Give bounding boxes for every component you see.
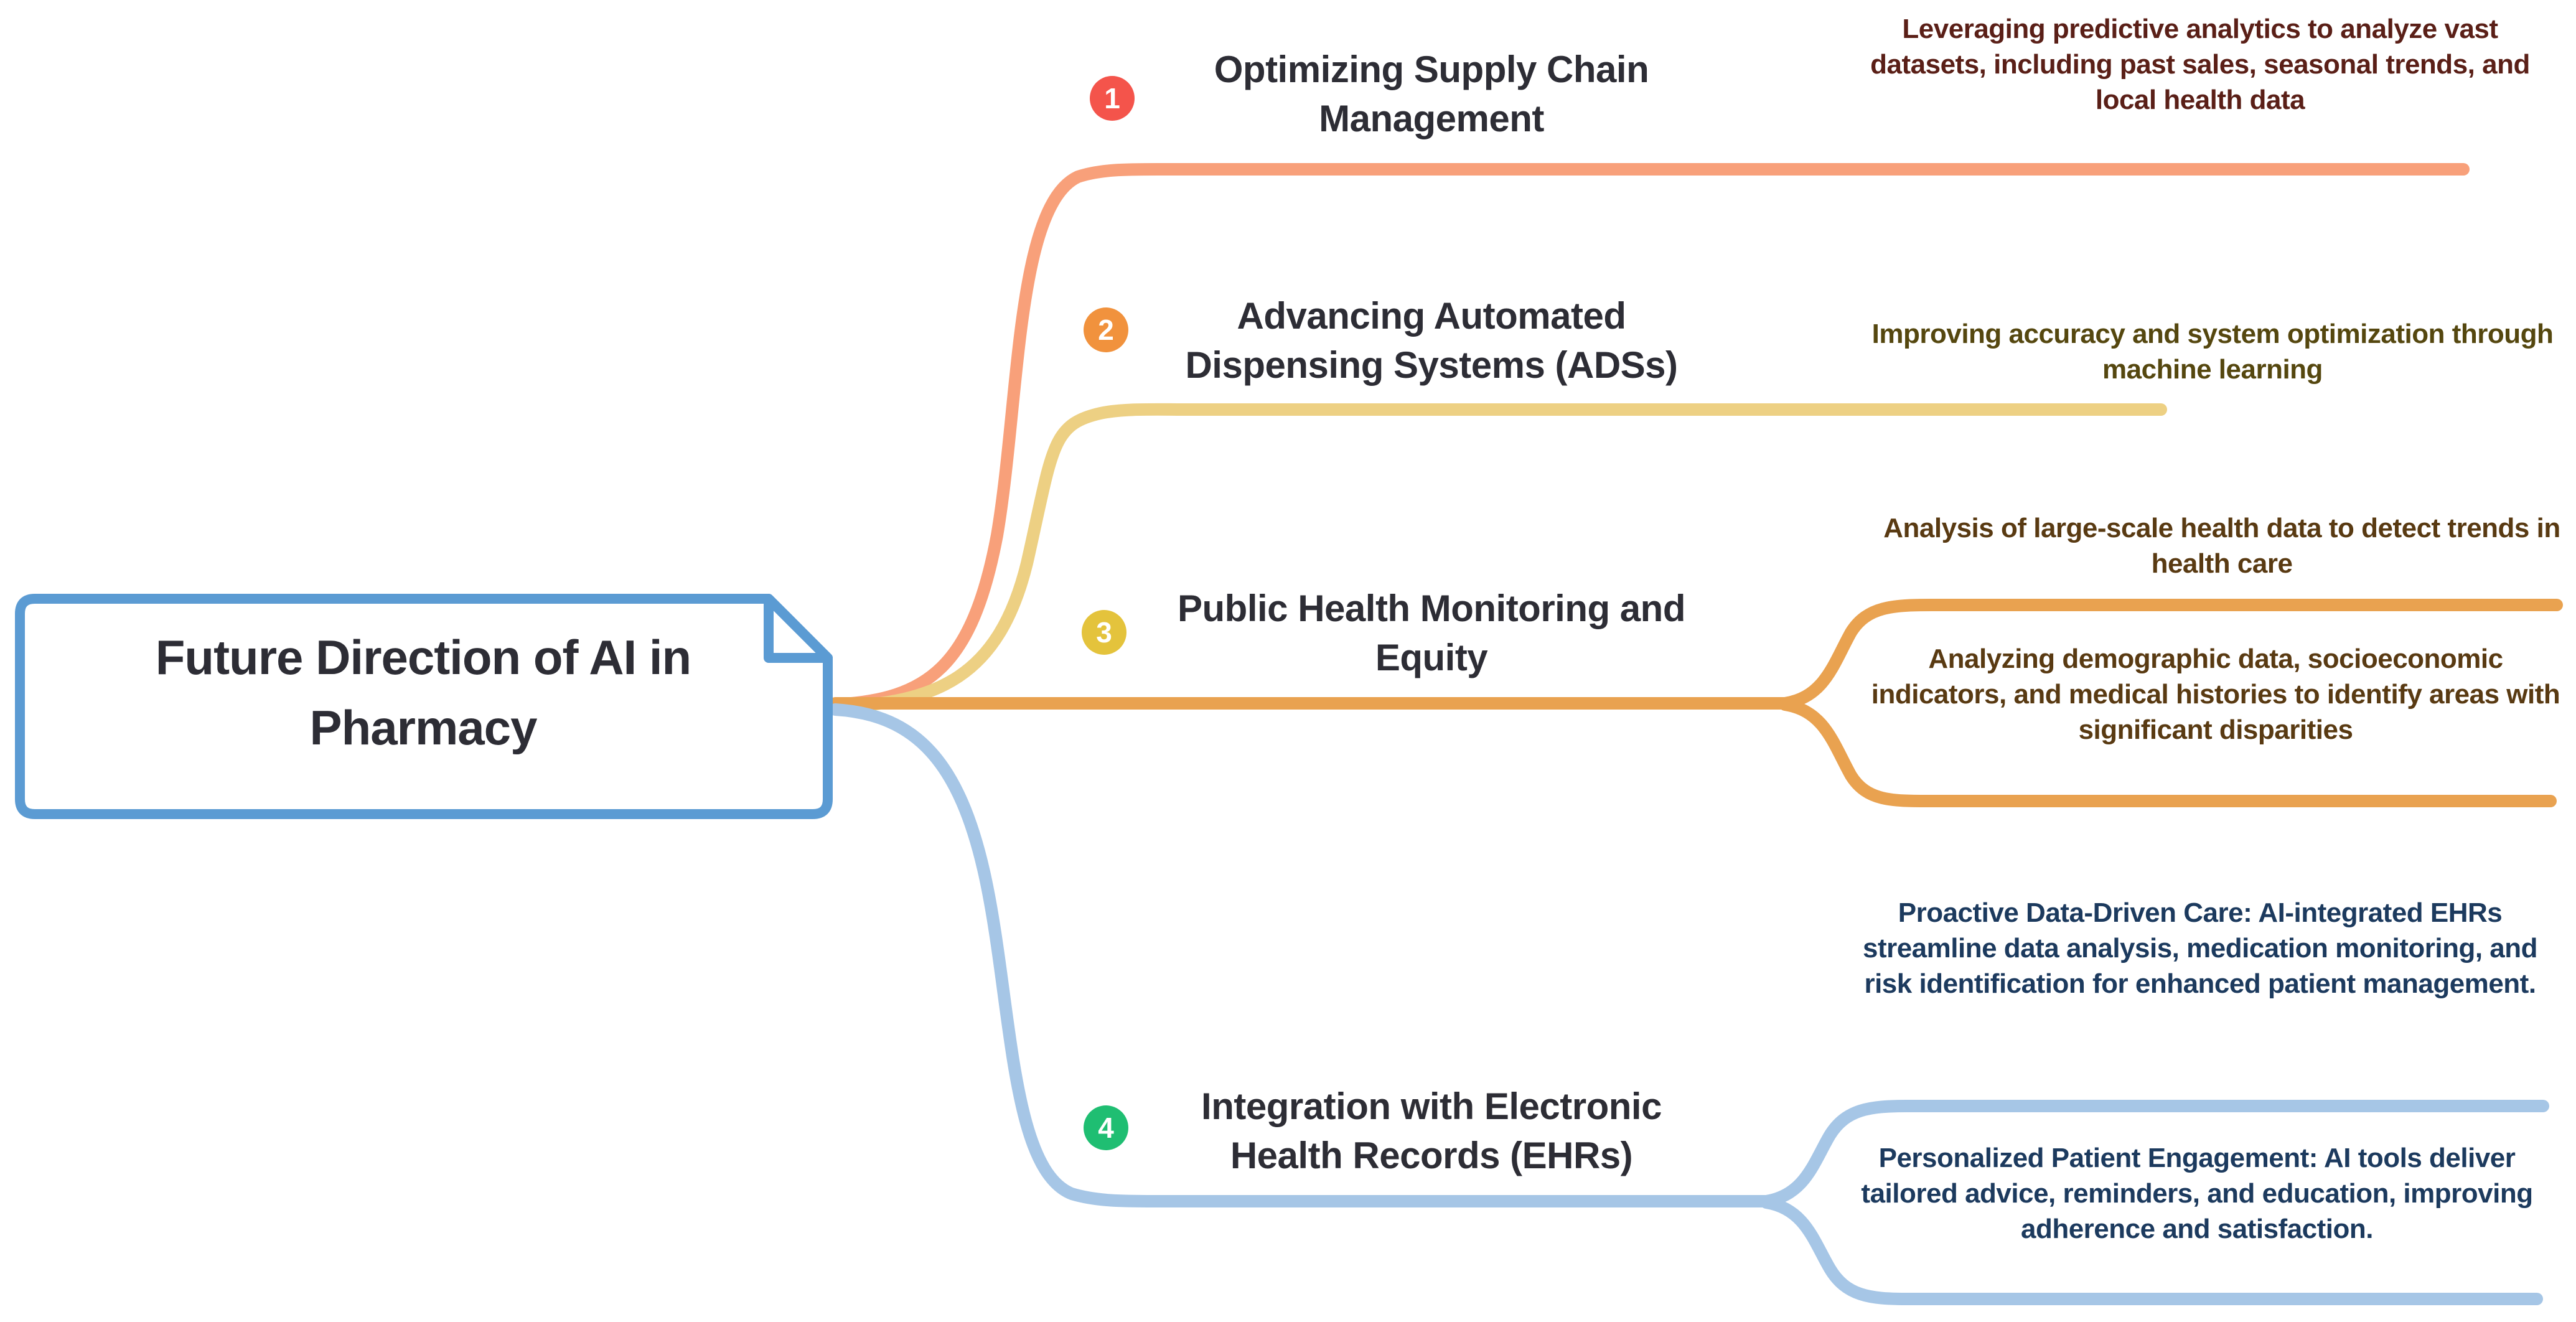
branch-1-connector-line <box>829 163 2470 711</box>
branch-3-number-badge: 3 <box>1082 610 1126 655</box>
root-node-title: Future Direction of AI in Pharmacy <box>155 630 691 756</box>
branch-3-description-1: Analysis of large-scale health data to d… <box>1883 513 2560 579</box>
branch-3-description-2: Analyzing demographic data, socioeconomi… <box>1871 644 2560 746</box>
branch-4-fork-lower-line <box>1760 1196 2543 1305</box>
branch-4-number-badge: 4 <box>1084 1105 1128 1150</box>
branch-1-number-badge: 1 <box>1090 76 1135 121</box>
branch-4-fork-upper-line <box>1760 1100 2549 1207</box>
branch-4-description-2: Personalized Patient Engagement: AI tool… <box>1861 1143 2533 1245</box>
branch-4-title: Integration with Electronic Health Recor… <box>1201 1085 1662 1177</box>
branch-1-description: Leveraging predictive analytics to analy… <box>1870 14 2530 116</box>
branch-3-title: Public Health Monitoring and Equity <box>1178 588 1685 679</box>
branch-4-connector-line <box>829 703 1773 1207</box>
branch-1-title: Optimizing Supply Chain Management <box>1214 49 1649 140</box>
branch-3-fork-lower-line <box>1779 698 2557 808</box>
root-node-fold-corner <box>764 594 833 663</box>
branch-2-number-badge: 2 <box>1084 307 1128 352</box>
branch-2-title: Advancing Automated Dispensing Systems (… <box>1185 295 1678 387</box>
branch-4-description-1: Proactive Data-Driven Care: AI-integrate… <box>1862 898 2538 1000</box>
root-node-shape <box>15 594 833 819</box>
branch-2-description: Improving accuracy and system optimizati… <box>1871 319 2554 385</box>
branch-3-fork-upper-line <box>1779 599 2563 710</box>
branch-2-connector-line <box>829 403 2167 713</box>
